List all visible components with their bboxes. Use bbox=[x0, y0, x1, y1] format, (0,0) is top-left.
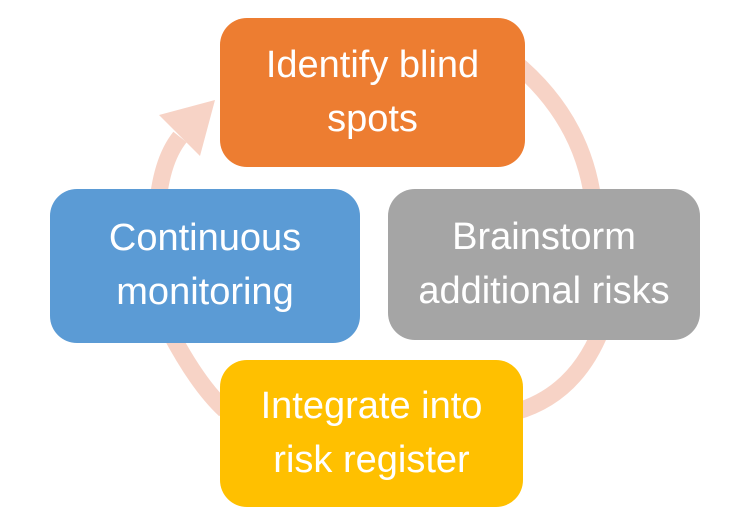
node-integrate-into-risk-register: Integrate into risk register bbox=[220, 360, 523, 507]
node-continuous-monitoring: Continuous monitoring bbox=[50, 189, 360, 343]
cycle-arrowhead-icon bbox=[159, 100, 215, 156]
cycle-arc-top-to-right bbox=[506, 53, 602, 202]
cycle-arc-bottom-to-left bbox=[162, 328, 231, 417]
cycle-arc-right-to-bottom bbox=[512, 326, 609, 421]
node-identify-blind-spots: Identify blind spots bbox=[220, 18, 525, 167]
node-brainstorm-additional-risks: Brainstorm additional risks bbox=[388, 189, 700, 340]
